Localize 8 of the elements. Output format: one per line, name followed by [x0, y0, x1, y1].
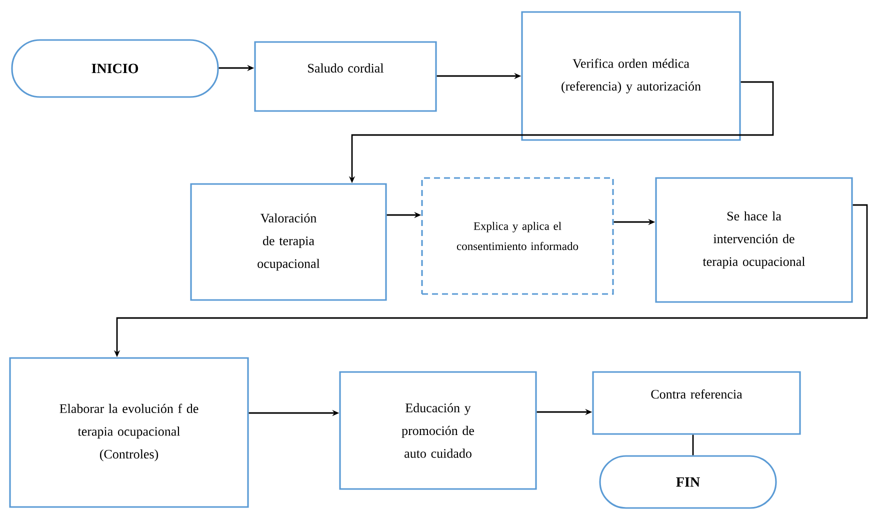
process-box: Elaborar la evolución f de terapia ocupacional (Controles) [9, 357, 249, 508]
process-box: Saludo cordial [254, 41, 437, 112]
process-box: Educación y promoción de auto cuidado [339, 371, 537, 490]
process-box: Explica y aplica el consentimiento informado [421, 177, 614, 295]
process-box: Contra referencia [592, 371, 801, 435]
process-box: Verifica orden médica (referencia) y autorización [521, 11, 741, 141]
process-box: Se hace la intervención de terapia ocupacional [655, 177, 853, 303]
process-box: Valoración de terapia ocupacional [190, 183, 387, 301]
